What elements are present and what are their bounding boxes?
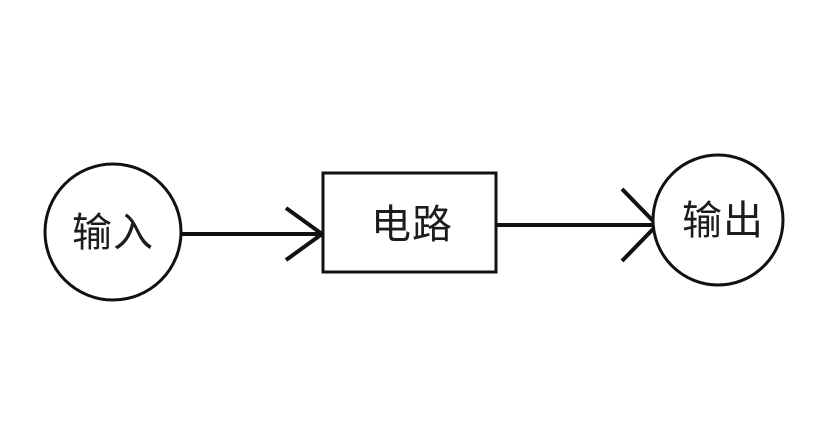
node-output[interactable]: 输出 [651, 153, 785, 287]
node-circuit[interactable]: 电路 [321, 171, 498, 274]
output-circle-shape[interactable] [651, 153, 785, 287]
node-input[interactable]: 输入 [43, 162, 183, 302]
circuit-node-label: 电路 [371, 202, 453, 248]
circuit-rect-shape[interactable] [321, 171, 498, 274]
output-node-label: 输出 [682, 198, 764, 244]
connector-circuit-to-output [496, 187, 660, 263]
input-circle-shape[interactable] [43, 162, 183, 302]
connector-input-to-circuit [182, 206, 326, 262]
input-node-label: 输入 [72, 210, 154, 256]
